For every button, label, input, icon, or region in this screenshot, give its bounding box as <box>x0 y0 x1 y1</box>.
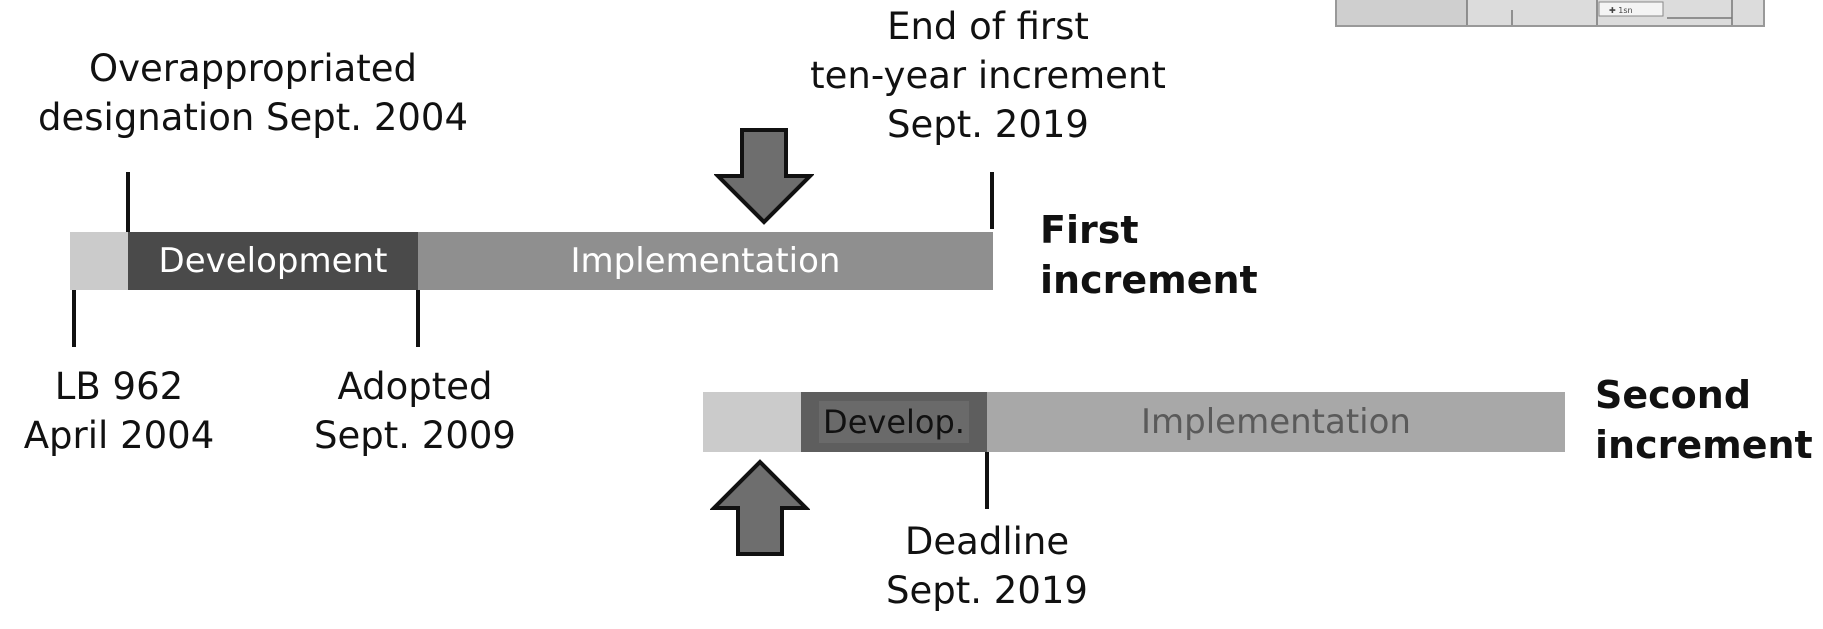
down-arrow-icon <box>714 128 814 225</box>
second-development-segment: Develop. <box>801 392 987 452</box>
first-implementation-segment: Implementation <box>418 232 993 290</box>
end-first-increment-tick <box>990 172 994 229</box>
svg-text:✚ 1sn: ✚ 1sn <box>1609 6 1633 15</box>
first-pre-phase-segment <box>70 232 128 290</box>
first-development-segment: Development <box>128 232 418 290</box>
adopted-label: Adopted Sept. 2009 <box>314 365 516 457</box>
second-implementation-label: Implementation <box>1141 402 1411 442</box>
deadline-tick <box>985 452 989 509</box>
second-implementation-segment: Implementation <box>987 392 1565 452</box>
overappropriated-tick <box>126 172 130 232</box>
lb962-tick <box>72 290 76 347</box>
overappropriated-label: Overappropriated designation Sept. 2004 <box>38 47 468 139</box>
first-increment-label: First increment <box>1040 208 1258 303</box>
second-increment-label: Second increment <box>1595 373 1813 468</box>
second-pre-phase-segment <box>703 392 801 452</box>
second-development-label: Develop. <box>819 401 969 443</box>
end-first-increment-label: End of first ten-year increment Sept. 20… <box>810 5 1166 146</box>
map-thumbnail-lines: ✚ 1sn <box>1337 0 1733 25</box>
up-arrow-icon <box>710 459 810 556</box>
lb962-label: LB 962 April 2004 <box>23 365 215 457</box>
first-implementation-label: Implementation <box>570 241 841 281</box>
first-development-label: Development <box>158 241 388 281</box>
deadline-label: Deadline Sept. 2019 <box>886 520 1088 612</box>
map-thumbnail: ✚ 1sn <box>1335 0 1765 27</box>
adopted-tick <box>416 290 420 347</box>
